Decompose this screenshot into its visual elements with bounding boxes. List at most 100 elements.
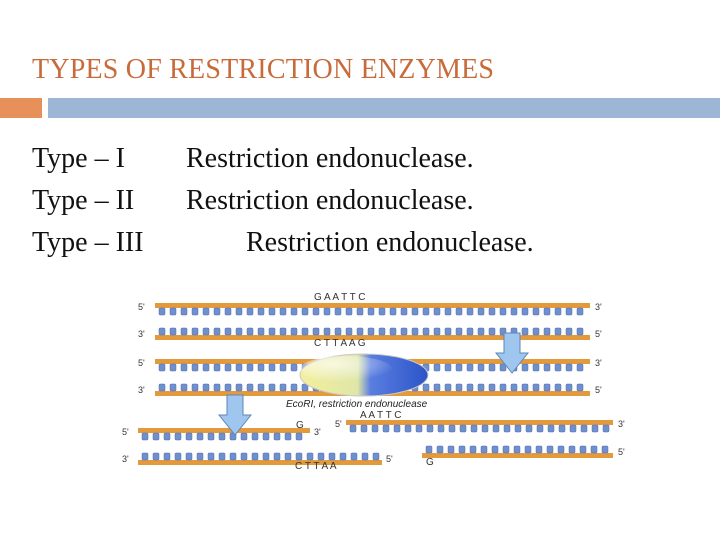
enzyme-label: EcoRI, restriction endonuclease <box>286 399 428 410</box>
base-pair <box>170 364 176 371</box>
end-label: 5' <box>138 358 145 368</box>
base-pair <box>467 308 473 315</box>
base-pair <box>434 328 440 335</box>
base-pair <box>390 328 396 335</box>
base-pair <box>566 364 572 371</box>
base-pair <box>197 433 203 440</box>
base-pair <box>467 328 473 335</box>
base-pair <box>181 384 187 391</box>
base-pair <box>525 446 531 453</box>
base-pair <box>566 308 572 315</box>
base-pair <box>548 425 554 432</box>
base-pair <box>241 433 247 440</box>
type-desc-2: Restriction endonuclease. <box>186 185 474 217</box>
base-pair <box>225 364 231 371</box>
base-pair <box>445 328 451 335</box>
base-pair <box>555 328 561 335</box>
base-pair <box>426 446 432 453</box>
base-pair <box>537 425 543 432</box>
base-pair <box>478 328 484 335</box>
title-accent-orange-bar <box>0 98 42 118</box>
base-pair <box>263 433 269 440</box>
base-pair <box>489 384 495 391</box>
base-pair <box>351 453 357 460</box>
base-pair <box>252 453 258 460</box>
base-pair <box>401 328 407 335</box>
base-pair <box>192 308 198 315</box>
base-pair <box>456 308 462 315</box>
end-label: 3' <box>122 454 129 464</box>
ecori-enzyme-shape <box>300 354 428 396</box>
base-pair <box>522 308 528 315</box>
base-pair <box>416 425 422 432</box>
base-pair <box>197 453 203 460</box>
base-pair <box>405 425 411 432</box>
base-pair <box>252 433 258 440</box>
base-pair <box>214 308 220 315</box>
base-pair <box>164 433 170 440</box>
base-pair <box>214 328 220 335</box>
base-pair <box>547 446 553 453</box>
end-label: 3' <box>314 427 321 437</box>
base-pair <box>350 425 356 432</box>
base-pair <box>434 364 440 371</box>
type-label-1: Type – I <box>32 143 125 175</box>
base-pair <box>544 308 550 315</box>
base-pair <box>591 446 597 453</box>
base-pair <box>478 364 484 371</box>
end-label: 5' <box>595 329 602 339</box>
base-pair <box>219 453 225 460</box>
base-pair <box>566 384 572 391</box>
base-pair <box>438 425 444 432</box>
base-pair <box>225 308 231 315</box>
base-pair <box>186 453 192 460</box>
base-pair <box>258 364 264 371</box>
base-pair <box>230 453 236 460</box>
fragment-right-g: G <box>426 457 434 468</box>
base-pair <box>280 364 286 371</box>
base-pair <box>208 453 214 460</box>
type-desc-3: Restriction endonuclease. <box>246 227 534 259</box>
base-pair <box>357 328 363 335</box>
base-pair <box>544 364 550 371</box>
base-pair <box>263 453 269 460</box>
base-pair <box>577 308 583 315</box>
base-pair <box>566 328 572 335</box>
base-pair <box>459 446 465 453</box>
base-pair <box>401 308 407 315</box>
base-pair <box>241 453 247 460</box>
base-pair <box>159 328 165 335</box>
base-pair <box>570 425 576 432</box>
base-pair <box>412 328 418 335</box>
base-pair <box>368 328 374 335</box>
base-pair <box>313 328 319 335</box>
base-pair <box>581 425 587 432</box>
end-label: 5' <box>618 447 625 457</box>
base-pair <box>511 384 517 391</box>
base-pair <box>258 328 264 335</box>
slide-title: TYPES OF RESTRICTION ENZYMES <box>32 54 494 86</box>
base-pair <box>142 433 148 440</box>
base-pair <box>526 425 532 432</box>
base-pair <box>373 453 379 460</box>
base-pair <box>445 308 451 315</box>
fragment-right-top-sequence: A A T T C <box>360 410 402 421</box>
base-pair <box>467 384 473 391</box>
base-pair <box>577 384 583 391</box>
base-pair <box>346 328 352 335</box>
base-pair <box>511 308 517 315</box>
base-pair <box>478 308 484 315</box>
end-label: 5' <box>595 385 602 395</box>
base-pair <box>448 446 454 453</box>
ecori-cleavage-figure: G A A T T C C T T A A G EcoRI, restricti… <box>110 283 640 483</box>
base-pair <box>296 433 302 440</box>
base-pair <box>175 453 181 460</box>
base-pair <box>192 384 198 391</box>
base-pair <box>489 364 495 371</box>
title-accent-blue-bar <box>48 98 720 118</box>
base-pair <box>236 308 242 315</box>
base-pair <box>522 364 528 371</box>
base-pair <box>269 308 275 315</box>
dna-strand <box>346 420 613 432</box>
base-pair <box>437 446 443 453</box>
